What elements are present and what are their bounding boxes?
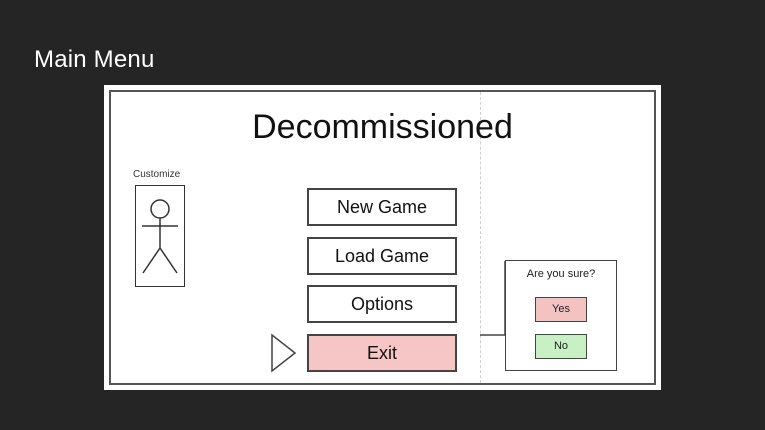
no-button[interactable]: No: [535, 334, 587, 359]
options-button[interactable]: Options: [307, 285, 457, 323]
exit-button[interactable]: Exit: [307, 334, 457, 372]
stick-figure-icon: [142, 199, 178, 274]
confirm-dialog: Are you sure? Yes No: [505, 260, 617, 371]
slide-heading: Main Menu: [34, 46, 155, 73]
customize-label: Customize: [133, 169, 181, 180]
triangle-right-icon: [271, 333, 297, 373]
confirm-question: Are you sure?: [526, 268, 596, 280]
game-title-text: Decommissioned: [252, 108, 513, 146]
new-game-button[interactable]: New Game: [307, 188, 457, 226]
customize-button[interactable]: [135, 185, 185, 287]
load-game-button[interactable]: Load Game: [307, 237, 457, 275]
game-title: Decommissioned: [104, 107, 661, 147]
yes-button[interactable]: Yes: [535, 297, 587, 322]
mockup-border: [109, 90, 656, 385]
menu-mockup: Decommissioned Customize New Game Load G…: [104, 85, 661, 390]
dialog-connector: [480, 261, 506, 336]
dashed-divider: [480, 92, 481, 383]
